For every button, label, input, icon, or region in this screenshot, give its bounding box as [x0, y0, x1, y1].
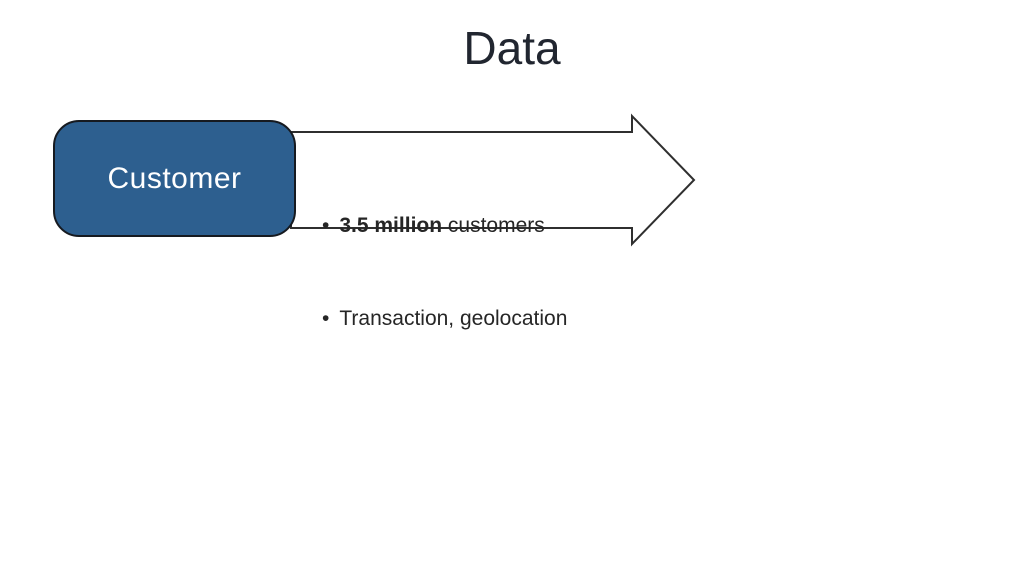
- bullet-dot-icon: •: [322, 214, 330, 237]
- right-arrow-shape: [290, 113, 696, 247]
- right-arrow-polygon: [290, 113, 696, 247]
- bullet-rest-text: Transaction, geolocation: [339, 307, 568, 330]
- bullet-bold-value: 3.5 million: [339, 214, 443, 237]
- customer-node: Customer: [53, 120, 296, 237]
- bullet-text-customers: 3.5 million customers: [339, 210, 544, 241]
- bullet-dot-icon: •: [322, 307, 330, 330]
- bullet-text-transaction: Transaction, geolocation: [339, 303, 567, 334]
- slide-title: Data: [463, 22, 561, 74]
- bullet-rest-text: customers: [442, 214, 545, 237]
- bullet-item-transaction: • Transaction, geolocation: [322, 303, 567, 334]
- bullet-item-customers: • 3.5 million customers: [322, 210, 567, 241]
- arrow-bullet-list: • 3.5 million customers • Transaction, g…: [322, 148, 567, 396]
- customer-node-label: Customer: [107, 161, 242, 195]
